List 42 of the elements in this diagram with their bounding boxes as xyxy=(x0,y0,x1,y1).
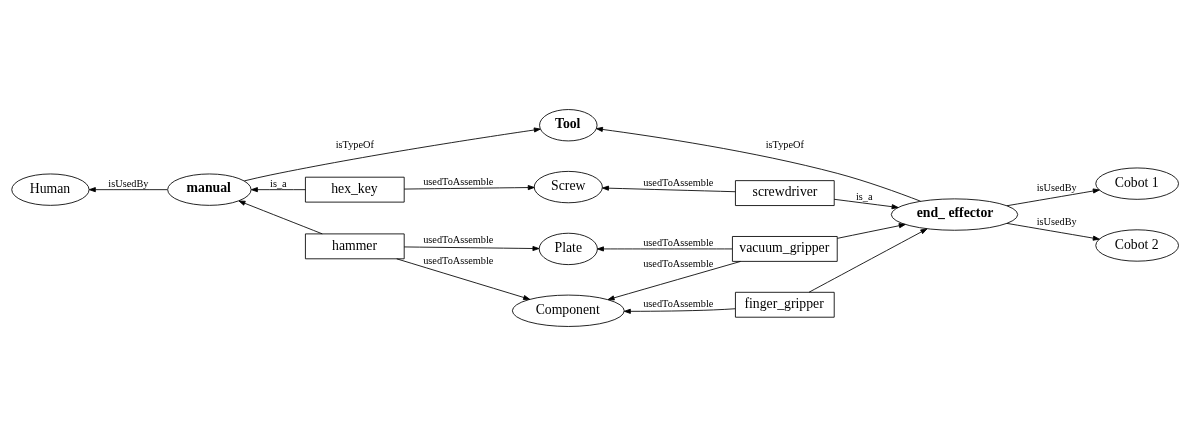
edge-label: isUsedBy xyxy=(1036,181,1077,193)
arrow xyxy=(837,222,906,239)
node-ellipse: Cobot 2 xyxy=(1095,228,1179,262)
arrow xyxy=(403,245,540,251)
edge-label: is_a xyxy=(855,190,873,202)
arrow xyxy=(833,198,899,209)
node-box: hammer xyxy=(305,232,405,259)
edge-label: isTypeOf xyxy=(765,138,804,150)
arrow xyxy=(88,186,168,192)
edge-label: usedToAssemble xyxy=(643,236,714,248)
edge-label: usedToAssemble xyxy=(423,233,494,245)
node-box: hex_key xyxy=(305,176,405,203)
edge-label: usedToAssemble xyxy=(423,175,494,187)
arrow xyxy=(251,186,306,192)
node-box: screwdriver xyxy=(735,179,835,206)
edge-label: isTypeOf xyxy=(335,138,374,150)
arrow xyxy=(607,260,741,300)
arrow xyxy=(243,126,541,181)
arrow xyxy=(238,200,323,234)
node-ellipse: Screw xyxy=(533,170,603,203)
arrow xyxy=(1006,222,1100,241)
node-ellipse: Cobot 1 xyxy=(1095,167,1179,200)
node-box: vacuum_gripper xyxy=(732,235,838,262)
arrow xyxy=(602,185,736,192)
edge-label: isUsedBy xyxy=(108,177,149,189)
node-box: finger_gripper xyxy=(735,291,835,318)
node-ellipse: Tool xyxy=(539,108,598,141)
edge-label: usedToAssemble xyxy=(643,257,714,269)
arrow xyxy=(808,228,928,293)
edge-label: usedToAssemble xyxy=(643,176,714,188)
edge-label: isUsedBy xyxy=(1036,215,1077,227)
arrow xyxy=(597,245,733,251)
arrow xyxy=(396,257,531,300)
arrow xyxy=(596,126,921,202)
edge-label: is_a xyxy=(270,177,287,189)
node-ellipse: Plate xyxy=(538,232,598,265)
edge-label: usedToAssemble xyxy=(423,254,494,266)
arrow xyxy=(623,307,736,314)
arrow xyxy=(1006,187,1100,206)
node-ellipse: Human xyxy=(11,173,90,206)
arrow xyxy=(403,184,535,190)
edge-label: usedToAssemble xyxy=(643,297,714,309)
